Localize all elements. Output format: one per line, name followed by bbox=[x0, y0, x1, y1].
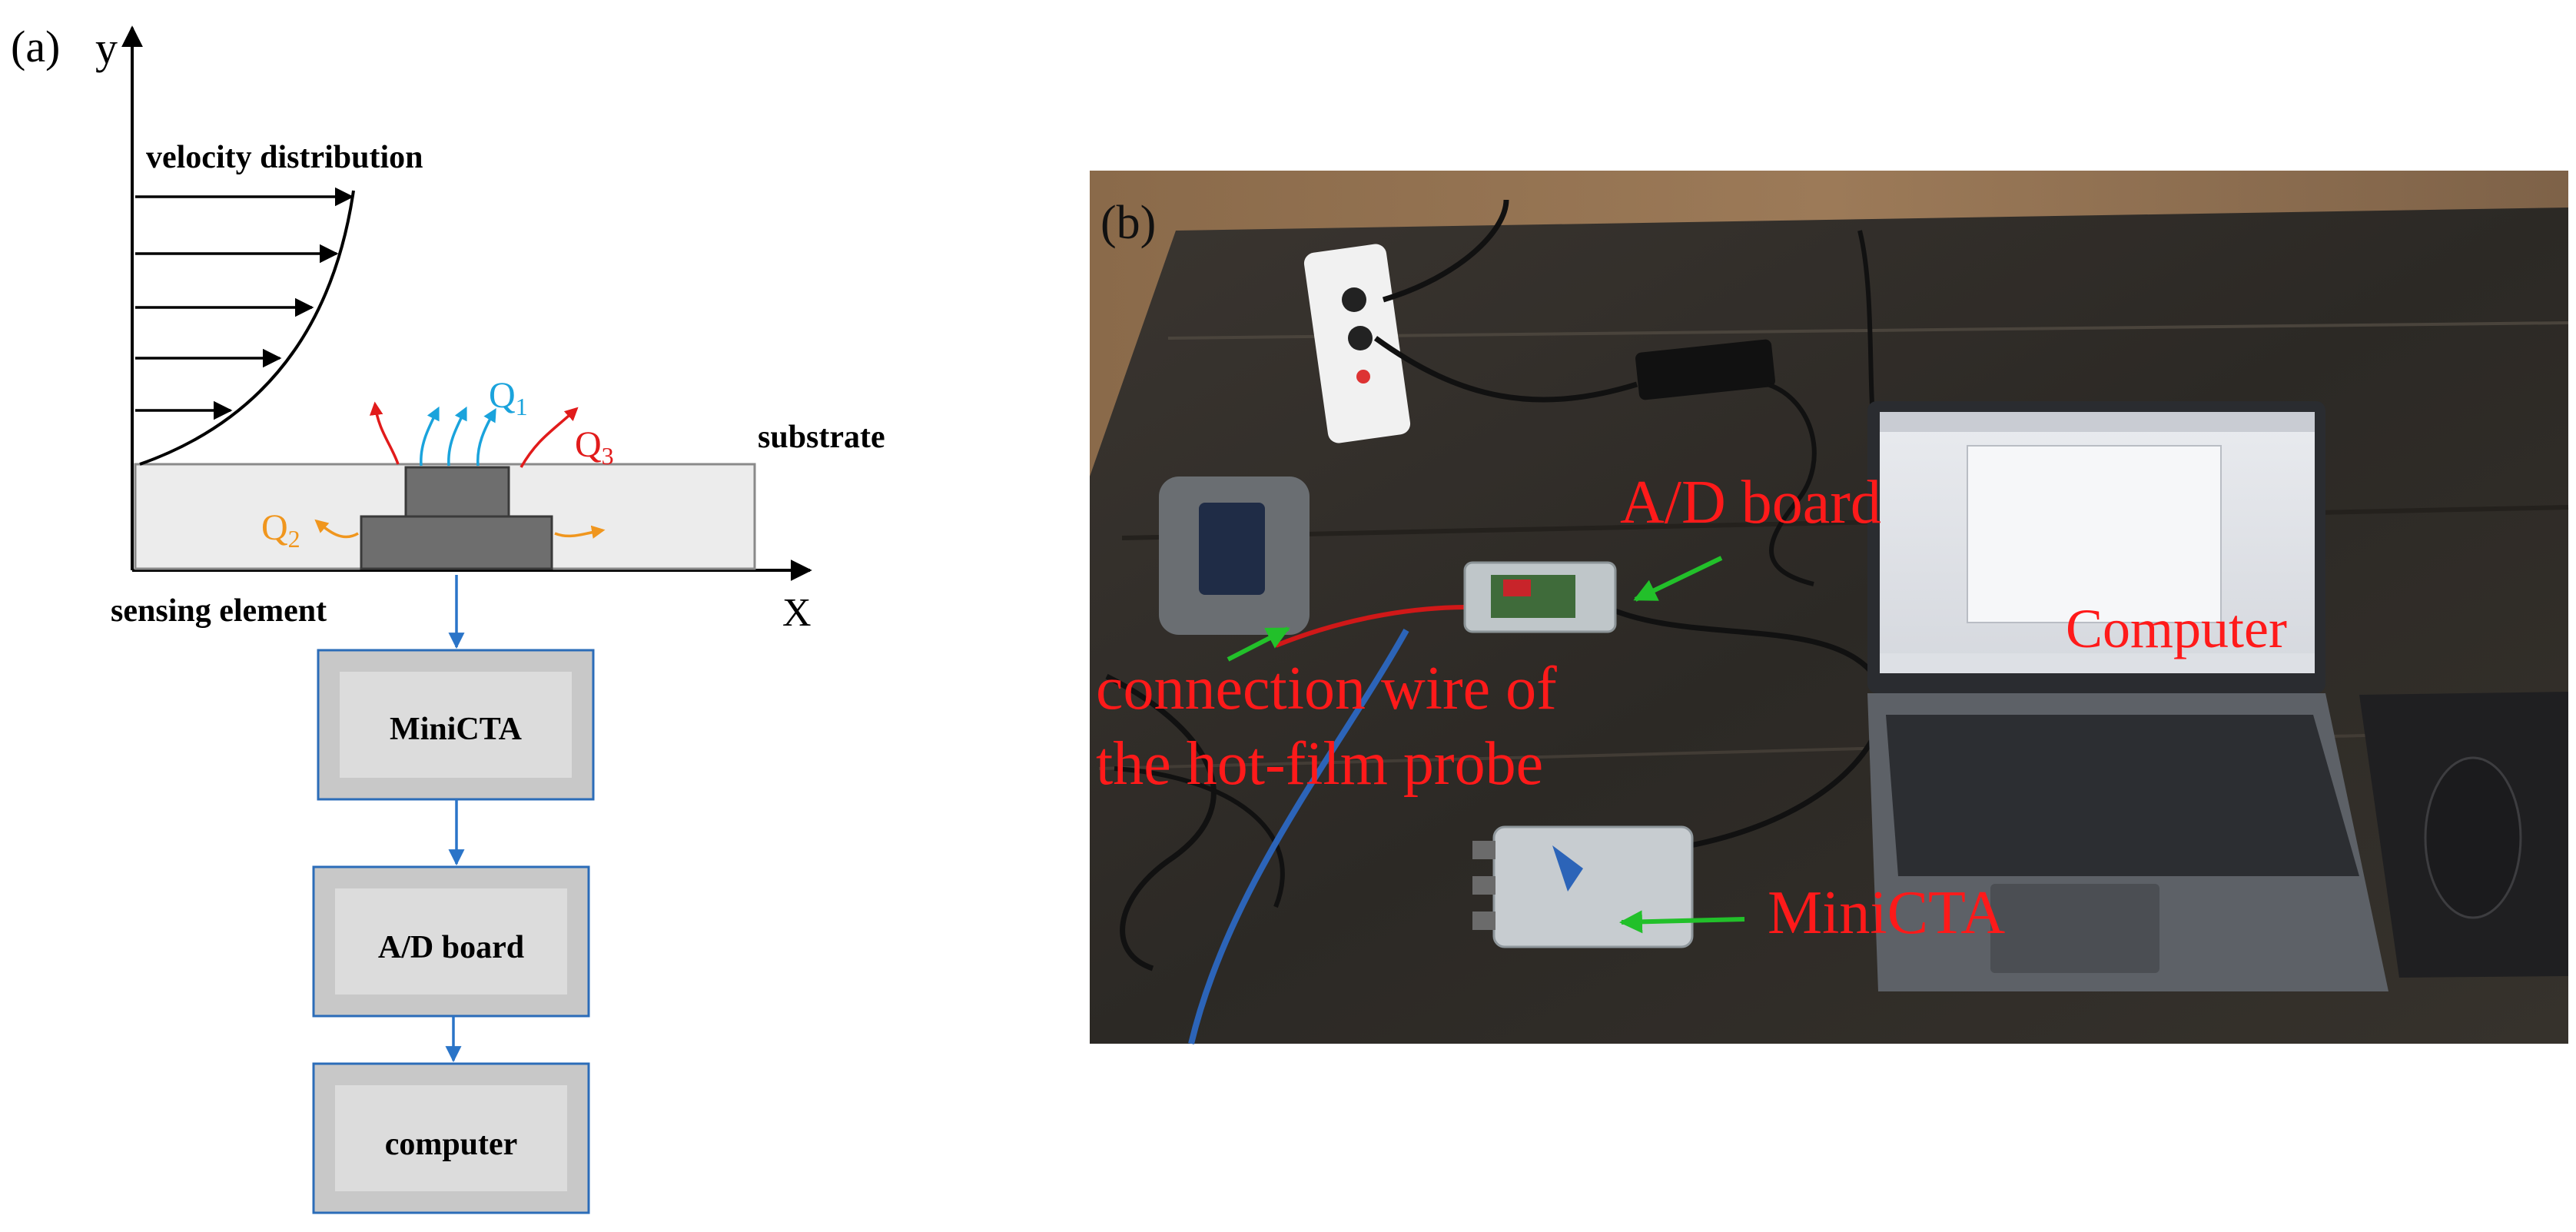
velocity-distribution-label: velocity distribution bbox=[146, 140, 423, 175]
q2-label: Q2 bbox=[261, 507, 300, 553]
sensing-element-base bbox=[360, 515, 553, 570]
annotation-arrow-ad-board bbox=[1633, 556, 1723, 602]
cable bbox=[1382, 199, 1509, 303]
cable bbox=[1105, 673, 1217, 971]
flow-box-ad-board: A/D board bbox=[312, 865, 590, 1018]
q3-label: Q3 bbox=[575, 424, 614, 470]
q3-heat-arrow bbox=[369, 401, 400, 465]
substrate-label: substrate bbox=[758, 420, 885, 455]
cable bbox=[1114, 766, 1285, 908]
panel-b-photo: (b) A/D board Computer connection wire o… bbox=[1090, 171, 2569, 1044]
cable bbox=[1373, 336, 1638, 403]
annotation-ad-board: A/D board bbox=[1620, 469, 1881, 536]
flow-box-label: computer bbox=[385, 1127, 518, 1162]
minicta-box-device bbox=[1159, 477, 1310, 635]
panel-b-label: (b) bbox=[1100, 197, 1156, 249]
annotation-arrow-wire bbox=[1227, 626, 1290, 662]
cable-red bbox=[1274, 605, 1469, 648]
annotation-arrow-minicta bbox=[1619, 910, 1745, 934]
ad-board-device bbox=[1463, 561, 1617, 633]
sensing-element-top bbox=[404, 466, 510, 518]
velocity-profile-curve bbox=[139, 190, 355, 466]
q2-heat-arrow bbox=[554, 525, 606, 539]
annotation-wire-line2: the hot-film probe bbox=[1096, 730, 1543, 798]
cable bbox=[1767, 382, 1817, 586]
q1-heat-arrow bbox=[476, 407, 496, 467]
flow-box-minicta: MiniCTA bbox=[317, 649, 595, 801]
flow-box-label: MiniCTA bbox=[390, 712, 523, 747]
power-strip bbox=[1303, 244, 1411, 443]
q1-heat-arrow bbox=[420, 406, 440, 467]
mouse bbox=[2424, 756, 2522, 919]
panel-a-label: (a) bbox=[11, 22, 60, 71]
daq-device bbox=[1472, 825, 1694, 948]
flow-box-label: A/D board bbox=[378, 930, 524, 965]
q1-label: Q1 bbox=[489, 375, 528, 420]
sensing-element-label: sensing element bbox=[111, 593, 327, 629]
power-adapter bbox=[1635, 339, 1775, 400]
flow-box-computer: computer bbox=[312, 1062, 590, 1214]
y-axis-label: y bbox=[95, 23, 118, 73]
cable-blue bbox=[1188, 629, 1409, 1044]
q1-heat-arrow bbox=[447, 406, 467, 467]
x-axis-label: X bbox=[782, 591, 812, 635]
laptop bbox=[1867, 401, 2388, 991]
q3-heat-arrow bbox=[520, 407, 579, 468]
annotation-wire-line1: connection wire of bbox=[1096, 655, 1557, 722]
annotation-computer: Computer bbox=[2066, 598, 2287, 659]
annotation-minicta: MiniCTA bbox=[1768, 879, 2005, 947]
panel-a: (a) y X substrate sensing element veloci… bbox=[11, 22, 885, 1214]
q2-heat-arrow bbox=[314, 519, 359, 539]
